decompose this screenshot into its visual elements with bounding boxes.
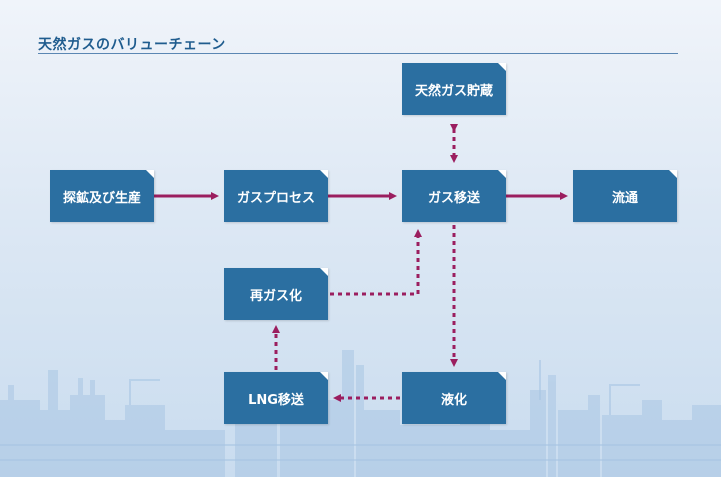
node-label: LNG移送 [248, 392, 304, 408]
node-distribution: 流通 [573, 170, 677, 222]
node-gas-processing: ガスプロセス [224, 170, 328, 222]
node-gas-storage: 天然ガス貯蔵 [402, 63, 506, 115]
node-label: 探鉱及び生産 [62, 190, 141, 206]
node-lng-transport: LNG移送 [224, 372, 328, 424]
node-gas-transport: ガス移送 [402, 170, 506, 222]
node-liquefaction: 液化 [402, 372, 506, 424]
node-label: 天然ガス貯蔵 [414, 83, 493, 99]
node-label: 液化 [440, 392, 467, 408]
node-exploration-production: 探鉱及び生産 [50, 170, 154, 222]
page-title: 天然ガスのバリューチェーン [38, 37, 226, 53]
node-regasification: 再ガス化 [224, 268, 328, 320]
arrow-regasification-to-transport [330, 229, 422, 296]
title-underline [38, 53, 678, 54]
node-label: 再ガス化 [249, 288, 302, 304]
node-label: 流通 [611, 190, 638, 206]
node-label: ガス移送 [427, 190, 480, 206]
node-label: ガスプロセス [236, 190, 315, 206]
